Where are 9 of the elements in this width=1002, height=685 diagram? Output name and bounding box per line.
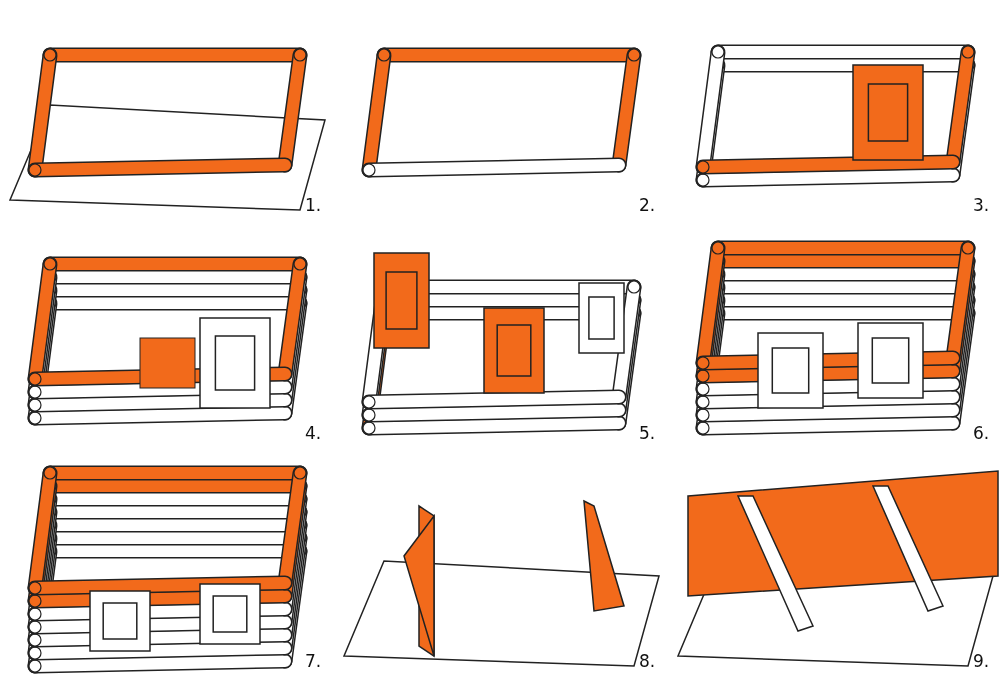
step-number: 4.: [305, 423, 322, 443]
step-number: 5.: [639, 423, 656, 443]
step-number: 8.: [639, 651, 656, 671]
step-number: 6.: [973, 423, 990, 443]
step-number: 7.: [305, 651, 322, 671]
step-number: 9.: [973, 651, 990, 671]
step-number: 2.: [639, 195, 656, 215]
step-number: 1.: [305, 195, 322, 215]
step-number: 3.: [973, 195, 990, 215]
